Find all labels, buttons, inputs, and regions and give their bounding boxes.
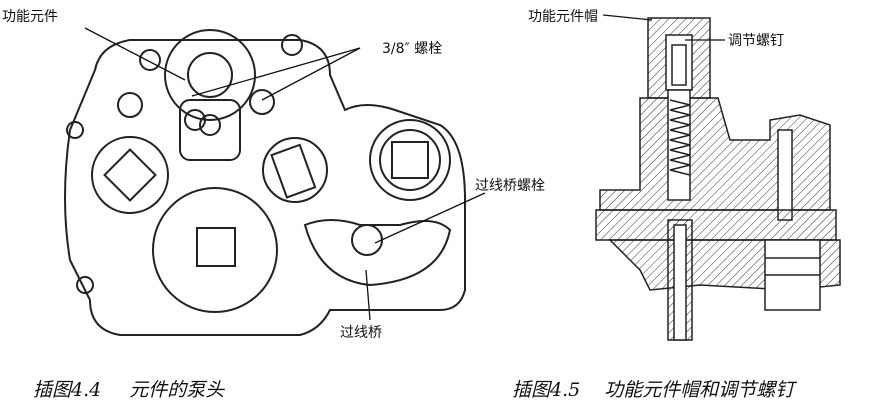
leader-lines-left [84, 27, 486, 321]
label-bridge: 过线桥 [340, 325, 382, 341]
caption-right: 插图4.5 功能元件帽和调节螺钉 [512, 375, 794, 402]
cap-section-drawing [595, 17, 841, 341]
label-function-element: 功能元件 [2, 9, 58, 25]
caption-right-number: 插图4.5 [512, 379, 581, 401]
pump-head-body [64, 29, 466, 336]
label-bridge-bolt: 过线桥螺栓 [475, 178, 545, 194]
label-adjust-screw: 调节螺钉 [728, 33, 784, 49]
label-cap: 功能元件帽 [528, 9, 598, 25]
caption-right-text: 功能元件帽和调节螺钉 [604, 379, 795, 401]
caption-left-text: 元件的泵头 [129, 379, 225, 401]
label-bolts: 3/8″ 螺栓 [382, 41, 443, 57]
caption-left: 插图4.4 元件的泵头 [33, 375, 224, 402]
leader-lines-right [602, 14, 725, 41]
caption-left-number: 插图4.4 [33, 379, 102, 401]
